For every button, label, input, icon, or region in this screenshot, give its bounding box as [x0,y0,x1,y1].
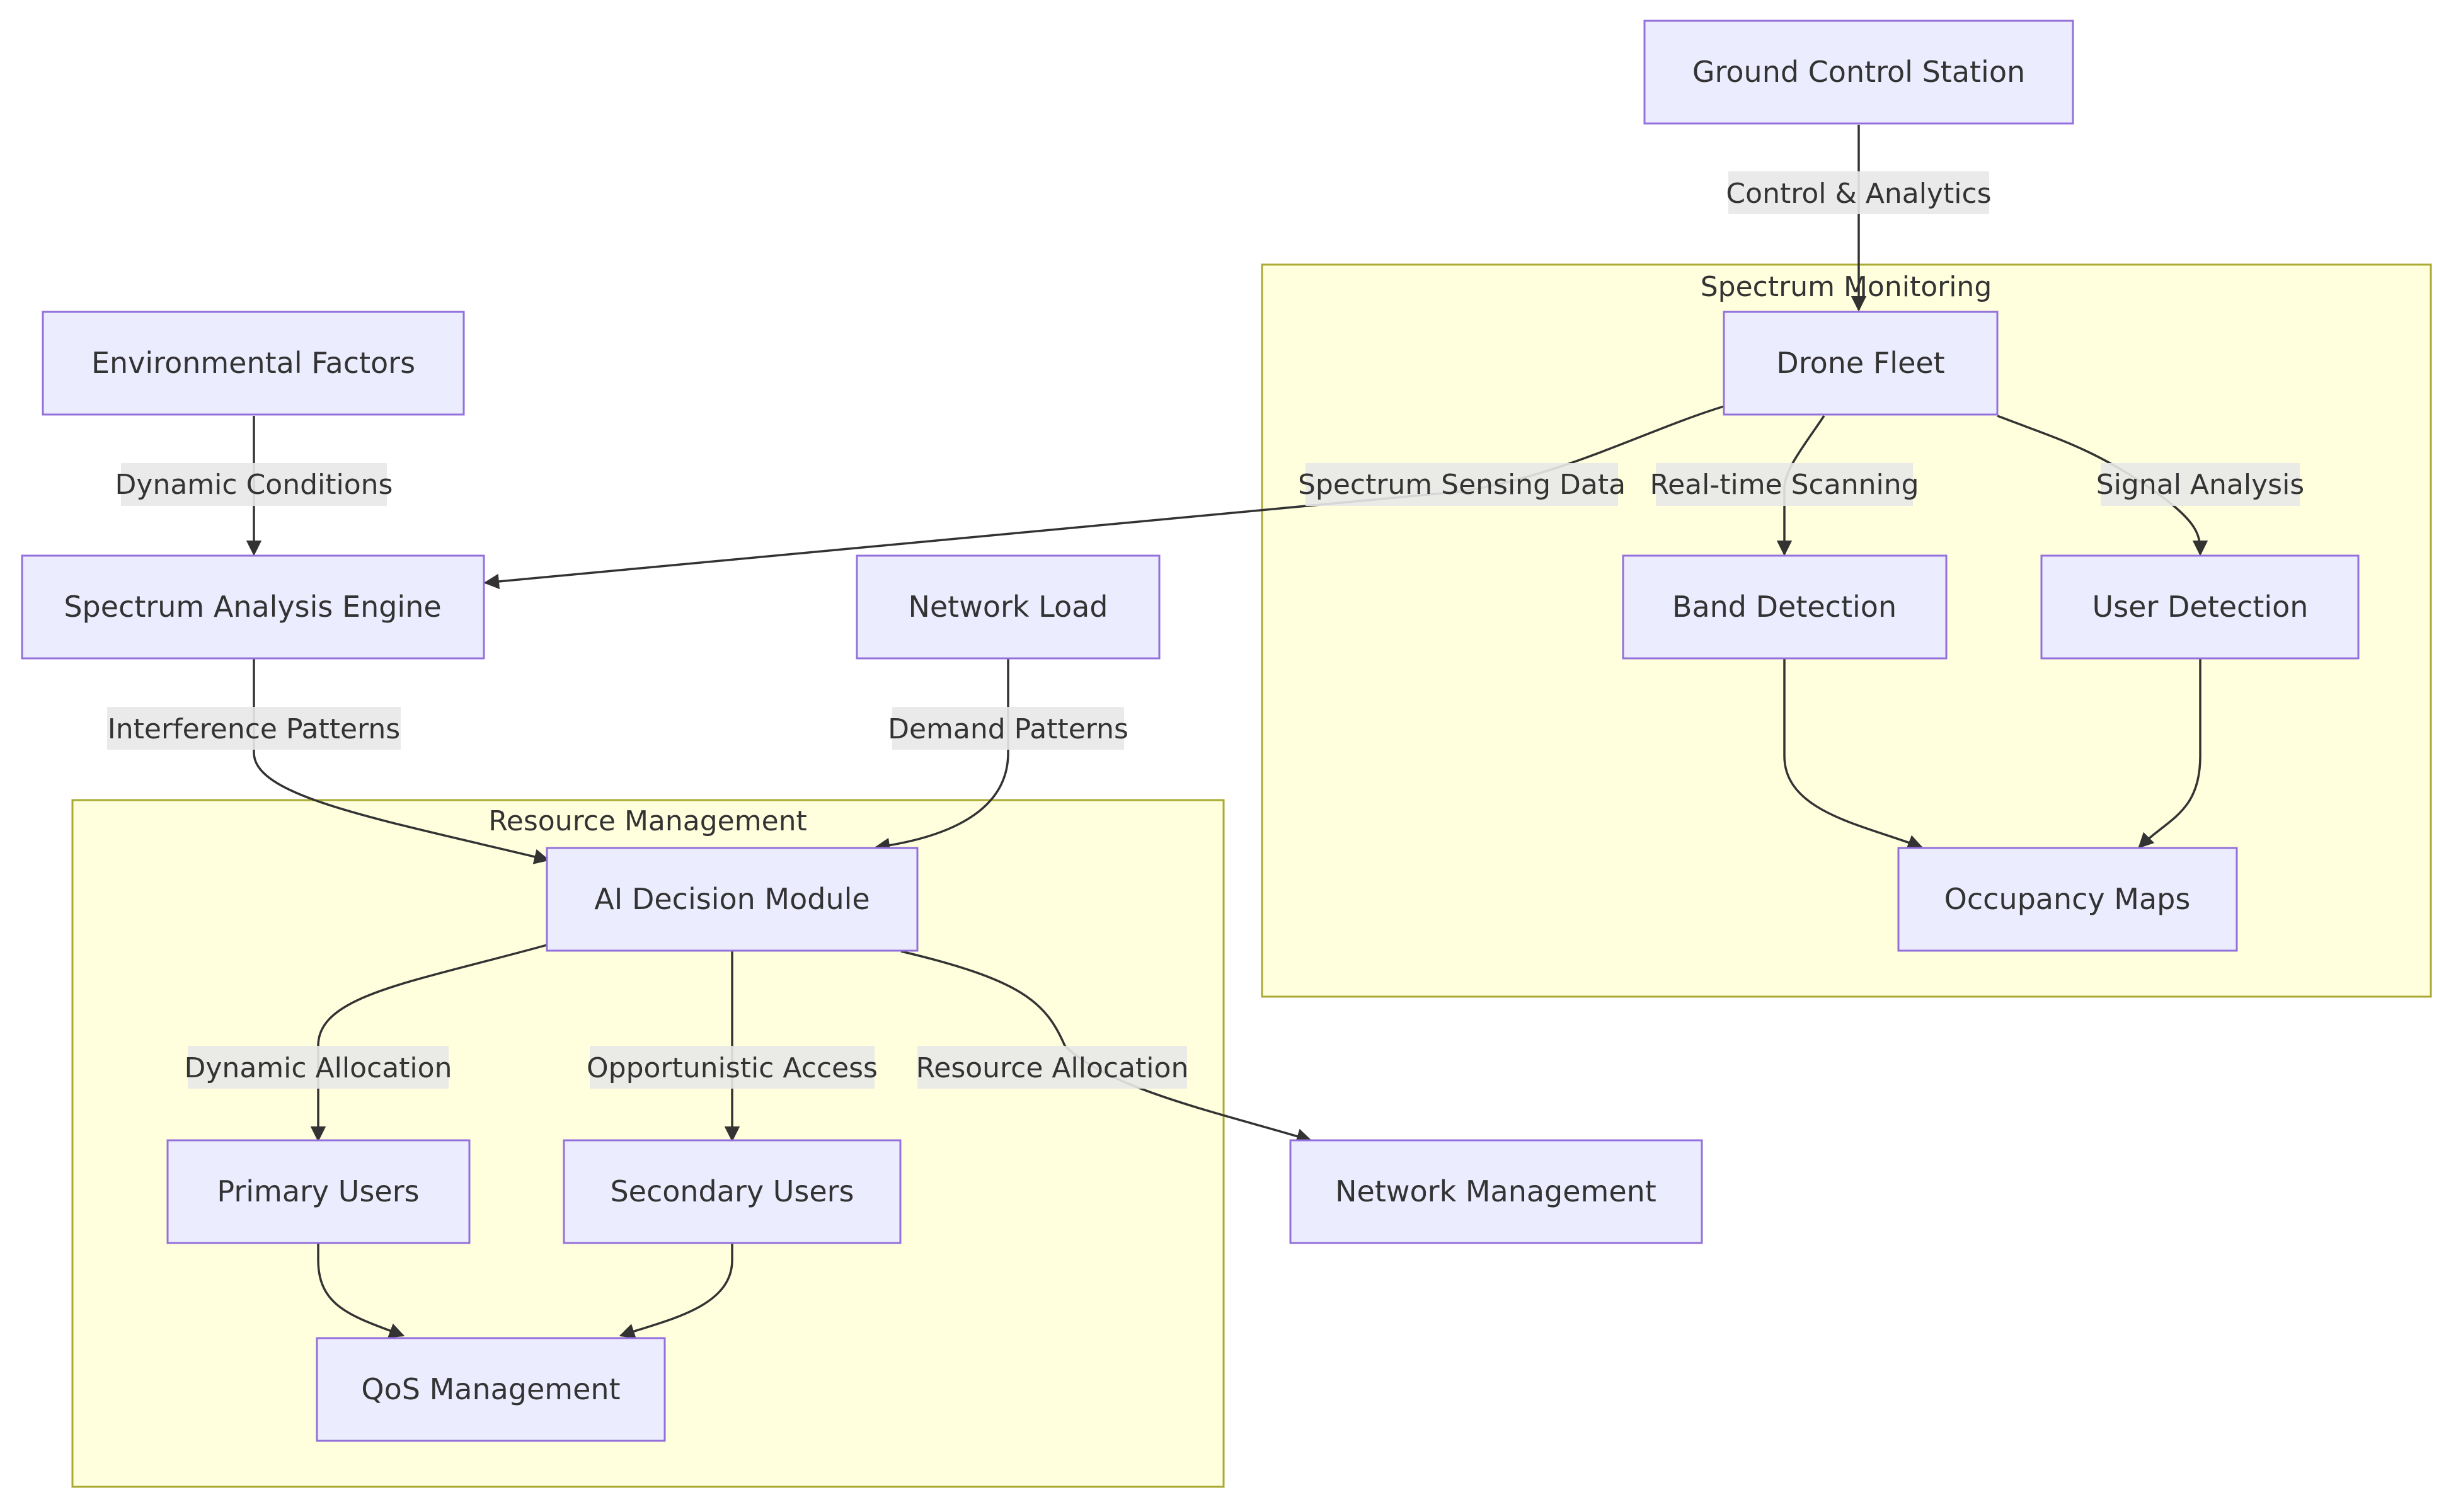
node-user-detection-box[interactable] [2040,554,2360,660]
node-ground-control-station[interactable]: Ground Control Station [1643,20,2074,125]
edge-label-opportunistic-access: Opportunistic Access [587,1052,878,1084]
node-network-management-label: Network Management [1335,1174,1656,1208]
node-network-load-box[interactable] [856,554,1161,660]
node-occupancy-maps-label: Occupancy Maps [1944,882,2191,916]
edge-dynamic-allocation [310,944,548,1142]
node-spectrum-analysis-engine-label: Spectrum Analysis Engine [64,590,441,624]
node-network-load-label: Network Load [908,590,1108,624]
edge-label-bg-demand-patterns [892,707,1124,750]
node-occupancy-maps[interactable]: Occupancy Maps [1897,847,2238,952]
node-ground-control-station-label: Ground Control Station [1692,55,2025,89]
node-environmental-factors-box[interactable] [42,311,465,416]
node-environmental-factors-label: Environmental Factors [91,346,415,380]
edge-label-bg-opportunistic-access [590,1046,875,1089]
node-drone-fleet[interactable]: Drone Fleet [1723,311,1999,416]
edge-label-bg-dynamic-allocation [188,1046,449,1089]
edge-label-bg-interference-patterns [107,707,401,750]
node-user-detection-label: User Detection [2092,590,2309,624]
node-network-management-box[interactable] [1289,1139,1703,1244]
node-band-detection-label: Band Detection [1672,590,1897,624]
node-ai-decision-module[interactable]: AI Decision Module [546,847,919,952]
cluster-spectrum-monitoring-label: Spectrum Monitoring [1701,271,1992,303]
node-ground-control-station-box[interactable] [1643,20,2074,125]
node-qos-management-box[interactable] [316,1337,666,1442]
node-primary-users-label: Primary Users [217,1174,419,1208]
cluster-resource-management-label: Resource Management [488,805,807,837]
edge-label-realtime-scanning: Real-time Scanning [1650,469,1919,501]
nodes: Ground Control Station Drone Fleet Envir… [21,20,2360,1442]
node-band-detection-box[interactable] [1622,554,1948,660]
edge-secondary-to-qos [619,1242,733,1339]
node-occupancy-maps-box[interactable] [1897,847,2238,952]
node-network-management[interactable]: Network Management [1289,1139,1703,1244]
edge-label-resource-allocation: Resource Allocation [916,1052,1189,1084]
edge-label-bg-dynamic-conditions [121,463,387,506]
edge-primary-to-qos [317,1242,405,1338]
node-secondary-users[interactable]: Secondary Users [563,1139,902,1244]
node-ai-decision-module-label: AI Decision Module [594,882,870,916]
edge-label-spectrum-sensing: Spectrum Sensing Data [1298,469,1626,501]
node-primary-users[interactable]: Primary Users [166,1139,471,1244]
edge-label-interference-patterns: Interference Patterns [108,713,400,745]
edge-label-bg-control-analytics [1728,171,1989,214]
node-spectrum-analysis-engine-box[interactable] [21,554,485,660]
node-drone-fleet-label: Drone Fleet [1776,346,1944,380]
node-drone-fleet-box[interactable] [1723,311,1999,416]
edge-demand-patterns [874,658,1009,854]
node-environmental-factors[interactable]: Environmental Factors [42,311,465,416]
edge-label-bg-signal-analysis [2101,463,2300,506]
node-band-detection[interactable]: Band Detection [1622,554,1948,660]
node-secondary-users-label: Secondary Users [610,1174,854,1208]
edge-label-bg-realtime-scanning [1656,463,1913,506]
node-spectrum-analysis-engine[interactable]: Spectrum Analysis Engine [21,554,485,660]
edge-labels: Control & Analytics Dynamic Conditions S… [107,171,2304,1089]
edge-label-demand-patterns: Demand Patterns [888,713,1128,745]
edge-user-to-occupancy [2138,658,2201,849]
node-qos-management-label: QoS Management [361,1372,620,1406]
edge-label-dynamic-allocation: Dynamic Allocation [185,1052,452,1084]
edge-label-control-analytics: Control & Analytics [1726,178,1991,210]
edge-band-to-occupancy [1783,658,1924,850]
edge-label-dynamic-conditions: Dynamic Conditions [115,469,393,501]
edge-label-bg-resource-allocation [917,1046,1187,1089]
edge-label-signal-analysis: Signal Analysis [2096,469,2304,501]
node-user-detection[interactable]: User Detection [2040,554,2360,660]
edge-interference-patterns [253,658,550,864]
node-primary-users-box[interactable] [166,1139,471,1244]
edge-label-bg-spectrum-sensing [1306,463,1618,506]
node-ai-decision-module-box[interactable] [546,847,919,952]
node-network-load[interactable]: Network Load [856,554,1161,660]
node-qos-management[interactable]: QoS Management [316,1337,666,1442]
node-secondary-users-box[interactable] [563,1139,902,1244]
